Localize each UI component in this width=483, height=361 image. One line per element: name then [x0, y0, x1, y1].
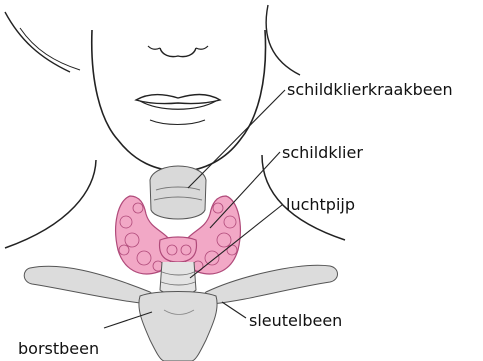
label-clavicle: sleutelbeen: [249, 313, 342, 329]
hair-outline-left-inner: [20, 28, 80, 70]
nose: [160, 48, 196, 57]
label-sternum: borstbeen: [18, 341, 99, 357]
neck-left-contour: [5, 160, 96, 248]
thyroid-cartilage-shape: [150, 166, 206, 219]
leader-line-clavicle: [222, 302, 246, 318]
label-trachea: luchtpijp: [286, 197, 355, 213]
label-thyroid-cartilage: schildklierkraakbeen: [287, 82, 453, 98]
hair-outline-right: [266, 5, 300, 75]
hair-outline: [5, 12, 70, 72]
label-thyroid-gland: schildklier: [282, 145, 363, 161]
clavicle-right: [204, 265, 338, 304]
leader-line-thyroid-gland: [210, 152, 280, 228]
sternum: [139, 292, 217, 361]
leader-line-thyroid-cartilage: [188, 90, 285, 188]
mouth: [136, 95, 220, 104]
trachea: [160, 262, 196, 295]
